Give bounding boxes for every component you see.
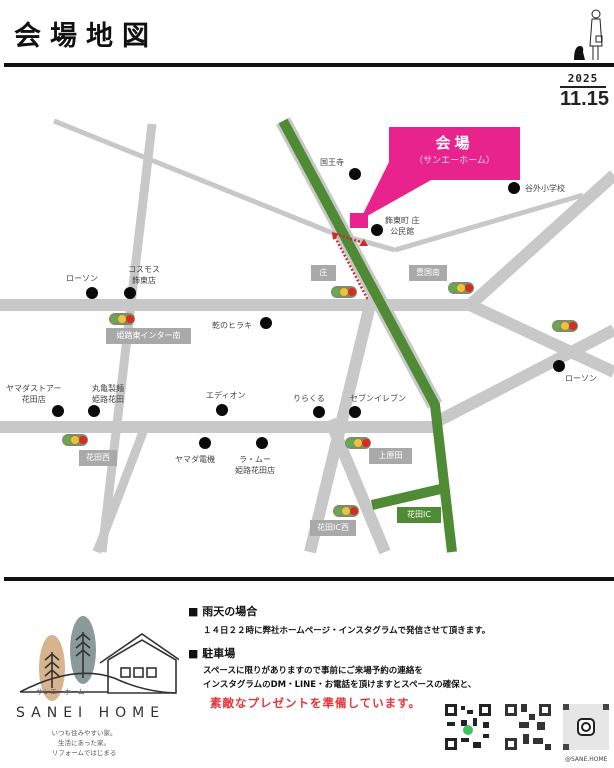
event-date: 2025 11.15 bbox=[560, 72, 609, 110]
landmark-label: エディオン bbox=[206, 391, 246, 400]
rain-heading: ■ 雨天の場合 bbox=[188, 605, 258, 618]
intersection-sign: 花田IC西 bbox=[310, 520, 356, 536]
landmark-label: 国王寺 bbox=[320, 158, 344, 167]
page-title: 会場地図 bbox=[14, 21, 158, 52]
parking-highlight: 素敵なプレゼントを準備しています。 bbox=[210, 696, 422, 710]
intersection-sign: 上原田 bbox=[369, 448, 412, 464]
area-map bbox=[0, 117, 614, 555]
venue-title: 会場 bbox=[435, 134, 474, 152]
parking-text-1: スペースに限りがありますので事前にご来場予約の連絡を bbox=[203, 666, 423, 676]
tagline-line: いつも住みやすい家。 bbox=[51, 729, 117, 737]
landmark-dot bbox=[216, 404, 228, 416]
date-day: 11.15 bbox=[560, 88, 609, 110]
landmark-dot bbox=[313, 406, 325, 418]
landmark-dot bbox=[52, 405, 64, 417]
brand-tagline: いつも住みやすい家。 生活にあった家。 リフォームではじまる bbox=[40, 728, 128, 758]
landmark-dot bbox=[349, 406, 361, 418]
landmark-dot bbox=[553, 360, 565, 372]
landmark-label: ローソン bbox=[565, 374, 597, 383]
landmark-label: 谷外小学校 bbox=[525, 184, 565, 193]
intersection-sign-ic: 花田IC bbox=[397, 507, 441, 523]
web-qr-code[interactable] bbox=[503, 702, 553, 752]
landmark-label: ローソン bbox=[66, 274, 98, 283]
header-divider bbox=[4, 63, 614, 67]
landmark-label: ラ・ムー 姫路花田店 bbox=[235, 455, 275, 475]
landmark-label: ヤマダ電機 bbox=[175, 455, 215, 464]
date-year: 2025 bbox=[560, 72, 606, 88]
line-qr-code[interactable] bbox=[443, 702, 493, 752]
brand-kana: サンエーホーム bbox=[36, 688, 85, 696]
traffic-signal-icon bbox=[331, 286, 357, 298]
sanei-home-logo-icon bbox=[19, 616, 179, 701]
landmark-dot bbox=[86, 287, 98, 299]
venue-callout: 会場 （サンエーホーム） bbox=[389, 127, 520, 180]
rain-text: １４日２２時に弊社ホームページ・インスタグラムで発信させて頂きます。 bbox=[203, 626, 491, 636]
landmark-dot bbox=[349, 168, 361, 180]
parking-heading: ■ 駐車場 bbox=[188, 647, 236, 660]
traffic-signal-icon bbox=[552, 320, 578, 332]
traffic-signal-icon bbox=[333, 505, 359, 517]
intersection-sign: 姫路東インター南 bbox=[106, 328, 191, 344]
landmark-dot bbox=[508, 182, 520, 194]
parking-text-2: インスタグラムのDM・LINE・お電話を頂けますとスペースの確保と、 bbox=[203, 680, 477, 690]
traffic-signal-icon bbox=[345, 437, 371, 449]
venue-subtitle: （サンエーホーム） bbox=[414, 156, 495, 166]
line-icon bbox=[463, 725, 473, 735]
intersection-sign: 花田西 bbox=[79, 450, 117, 466]
landmark-label: 飾東町 庄 公民館 bbox=[385, 215, 420, 237]
landmark-text: 飾東町 庄 公民館 bbox=[385, 216, 420, 236]
landmark-dot bbox=[371, 224, 383, 236]
landmark-label: 乾のヒラキ bbox=[212, 321, 252, 330]
tagline-line: 生活にあった家。 bbox=[58, 739, 110, 747]
tagline-line: リフォームではじまる bbox=[51, 749, 117, 757]
traffic-signal-icon bbox=[109, 313, 135, 325]
landmark-label: セブンイレブン bbox=[350, 394, 406, 403]
intersection-sign: 豊国南 bbox=[409, 265, 447, 281]
landmark-dot bbox=[124, 287, 136, 299]
woman-and-dog-illustration bbox=[574, 9, 603, 60]
landmark-label: 丸亀製麺 姫路花田 bbox=[92, 384, 124, 404]
landmark-dot bbox=[260, 317, 272, 329]
traffic-signal-icon bbox=[448, 282, 474, 294]
landmark-dot bbox=[256, 437, 268, 449]
landmark-dot bbox=[199, 437, 211, 449]
brand-name: SANEI HOME bbox=[16, 705, 166, 721]
landmark-label: ヤマダストアー 花田店 bbox=[6, 384, 62, 404]
instagram-icon bbox=[577, 718, 595, 736]
landmark-label: コスモス 飾東店 bbox=[128, 265, 160, 285]
landmark-label: りらくる bbox=[293, 394, 325, 403]
instagram-handle: @SANE.HOME bbox=[565, 756, 608, 763]
landmark-dot bbox=[88, 405, 100, 417]
intersection-sign: 庄 bbox=[311, 265, 336, 281]
traffic-signal-icon bbox=[62, 434, 88, 446]
footer-divider bbox=[4, 577, 614, 581]
instagram-qr-code[interactable] bbox=[561, 702, 611, 752]
